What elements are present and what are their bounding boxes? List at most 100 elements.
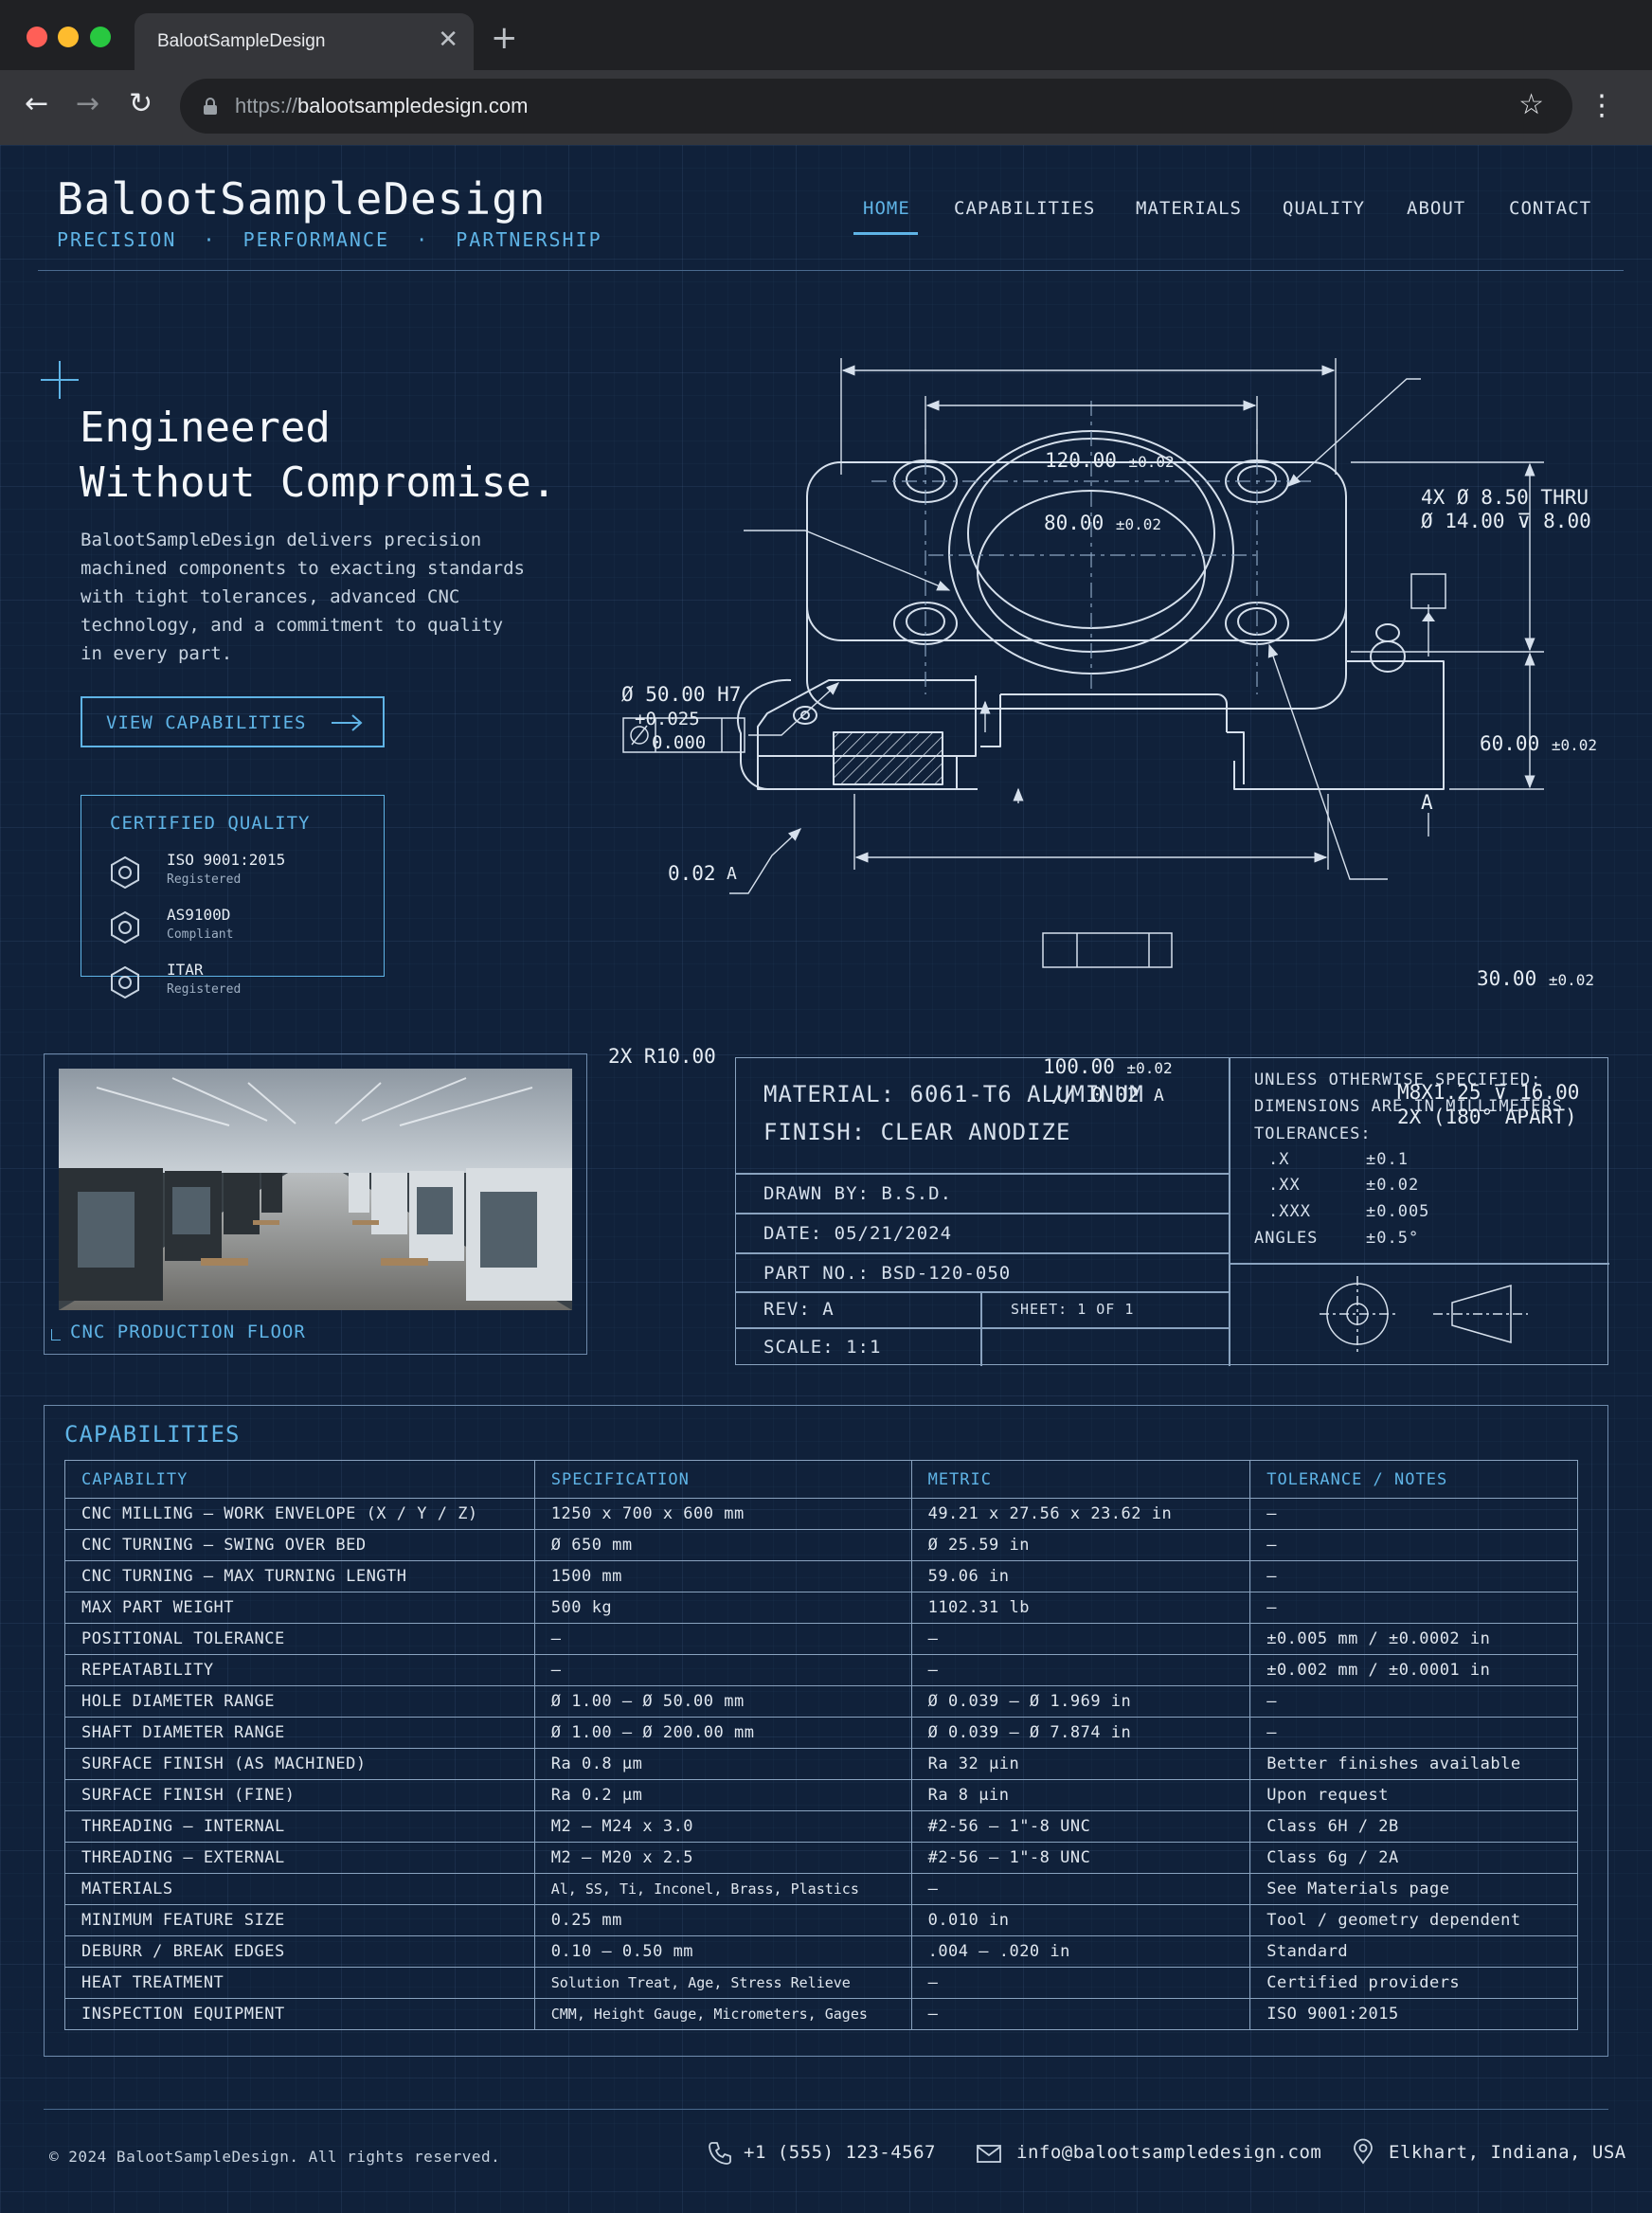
table-cell: HOLE DIAMETER RANGE (64, 1685, 535, 1718)
table-row: CNC MILLING – WORK ENVELOPE (X / Y / Z)1… (64, 1498, 1578, 1530)
footer-divider (44, 2109, 1608, 2110)
production-photo-card: CNC PRODUCTION FLOOR (44, 1053, 587, 1355)
cert-item-as9100: AS9100D Compliant (110, 906, 366, 949)
tolerance-key: .XX (1268, 1176, 1301, 1195)
tolerance-value: ±0.02 (1366, 1176, 1420, 1195)
title-material: MATERIAL: 6061-T6 ALUMINUM (763, 1081, 1144, 1107)
bore-note-3: 0.000 (652, 732, 706, 753)
table-cell: Ra 0.2 µm (533, 1779, 912, 1811)
section-hatch (833, 731, 943, 785)
holes-note-2: Ø 14.00 ⊽ 8.00 (1421, 510, 1591, 532)
table-cell: See Materials page (1249, 1873, 1578, 1905)
tab-bar: BalootSampleDesign ✕ + (0, 0, 1652, 70)
capabilities-title: CAPABILITIES (64, 1421, 241, 1448)
tolerance-key: .XXX (1268, 1202, 1311, 1221)
url-text: https://balootsampledesign.com (235, 94, 529, 117)
dim-base-width: 100.00 ±0.02 (1043, 1055, 1173, 1078)
capabilities-panel: CAPABILITIES CAPABILITY SPECIFICATION ME… (44, 1405, 1608, 2057)
nav-quality[interactable]: QUALITY (1283, 198, 1366, 219)
browser-toolbar: ← → ↻ https://balootsampledesign.com ☆ ⋮ (0, 70, 1652, 145)
back-icon[interactable]: ← (25, 87, 49, 120)
nav-about[interactable]: ABOUT (1407, 198, 1466, 219)
cert-item-iso: ISO 9001:2015 Registered (110, 851, 366, 894)
nav-contact[interactable]: CONTACT (1509, 198, 1592, 219)
site-logo[interactable]: BalootSampleDesign (57, 173, 547, 225)
cnc-floor-photo (59, 1069, 572, 1310)
table-cell: — (1249, 1592, 1578, 1624)
notes-line-3: TOLERANCES: (1254, 1124, 1372, 1143)
shield-icon (111, 856, 139, 889)
cert-name: AS9100D (167, 906, 231, 924)
table-cell: Ra 8 µin (910, 1779, 1251, 1811)
table-cell: — (910, 1967, 1251, 1999)
close-window-button[interactable] (27, 27, 47, 47)
factory-illustration (59, 1069, 572, 1310)
table-cell: 1250 x 700 x 600 mm (533, 1498, 912, 1530)
certified-quality-title: CERTIFIED QUALITY (110, 813, 311, 834)
title-drawn-by: DRAWN BY: B.S.D. (763, 1183, 953, 1204)
tab-close-icon[interactable]: ✕ (438, 26, 458, 54)
table-cell: CNC TURNING – SWING OVER BED (64, 1529, 535, 1561)
title-rev: REV: A (763, 1299, 835, 1320)
bore-note-1: Ø 50.00 H7 (621, 683, 741, 706)
site-tagline: PRECISION · PERFORMANCE · PARTNERSHIP (57, 228, 602, 251)
table-cell: MINIMUM FEATURE SIZE (64, 1904, 535, 1936)
table-cell: Ø 650 mm (533, 1529, 912, 1561)
nav-active-indicator (853, 232, 918, 235)
fcf-parallel-datum: A (1154, 1086, 1164, 1106)
forward-icon[interactable]: → (76, 87, 100, 120)
fcf-parallel-symbol: // (1051, 1084, 1075, 1106)
phone-icon (709, 2142, 731, 2165)
browser-chrome: BalootSampleDesign ✕ + ← → ↻ https://bal… (0, 0, 1652, 145)
table-cell: CNC MILLING – WORK ENVELOPE (X / Y / Z) (64, 1498, 535, 1530)
table-cell: — (910, 1873, 1251, 1905)
browser-menu-icon[interactable]: ⋮ (1588, 89, 1616, 122)
reload-icon[interactable]: ↻ (129, 87, 153, 120)
table-cell: SURFACE FINISH (AS MACHINED) (64, 1748, 535, 1780)
title-scale: SCALE: 1:1 (763, 1337, 882, 1358)
table-cell: — (533, 1654, 912, 1686)
maximize-window-button[interactable] (90, 27, 111, 47)
table-cell: Class 6H / 2B (1249, 1810, 1578, 1843)
address-bar[interactable]: https://balootsampledesign.com ☆ (180, 79, 1572, 134)
tolerance-key: .X (1268, 1150, 1290, 1169)
minimize-window-button[interactable] (58, 27, 79, 47)
nav-home[interactable]: HOME (863, 198, 910, 219)
shield-icon (111, 966, 139, 999)
capabilities-table: CAPABILITY SPECIFICATION METRIC TOLERANC… (64, 1460, 1578, 2030)
bookmark-star-icon[interactable]: ☆ (1518, 88, 1544, 121)
table-cell: 0.10 – 0.50 mm (533, 1935, 912, 1968)
table-cell: Certified providers (1249, 1967, 1578, 1999)
table-cell: Ra 32 µin (910, 1748, 1251, 1780)
fcf-parallel-value: 0.02 (1091, 1084, 1140, 1106)
footer-copyright: © 2024 BalootSampleDesign. All rights re… (49, 2148, 501, 2166)
tolerance-value: ±0.5° (1366, 1229, 1420, 1248)
nav-capabilities[interactable]: CAPABILITIES (954, 198, 1096, 219)
hero-headline: Engineered Without Compromise. (80, 404, 557, 507)
footer-email[interactable]: info@balootsampledesign.com (1016, 2142, 1322, 2163)
nav-materials[interactable]: MATERIALS (1136, 198, 1242, 219)
table-cell: 0.25 mm (533, 1904, 912, 1936)
browser-tab[interactable]: BalootSampleDesign ✕ (135, 13, 474, 70)
datum-label: A (1421, 791, 1433, 814)
table-cell: DEBURR / BREAK EDGES (64, 1935, 535, 1968)
location-pin-icon (1354, 2138, 1373, 2165)
cert-name: ITAR (167, 961, 204, 979)
view-capabilities-button[interactable]: VIEW CAPABILITIES (81, 696, 385, 747)
new-tab-icon[interactable]: + (491, 19, 518, 57)
part-lug (736, 678, 792, 790)
title-finish: FINISH: CLEAR ANODIZE (763, 1119, 1071, 1145)
cert-status: Compliant (167, 927, 234, 942)
table-cell: REPEATABILITY (64, 1654, 535, 1686)
mail-icon (977, 2145, 1001, 2163)
table-cell: SURFACE FINISH (FINE) (64, 1779, 535, 1811)
table-cell: 1500 mm (533, 1560, 912, 1592)
footer-phone[interactable]: +1 (555) 123-4567 (744, 2142, 936, 2163)
table-cell: THREADING – EXTERNAL (64, 1842, 535, 1874)
